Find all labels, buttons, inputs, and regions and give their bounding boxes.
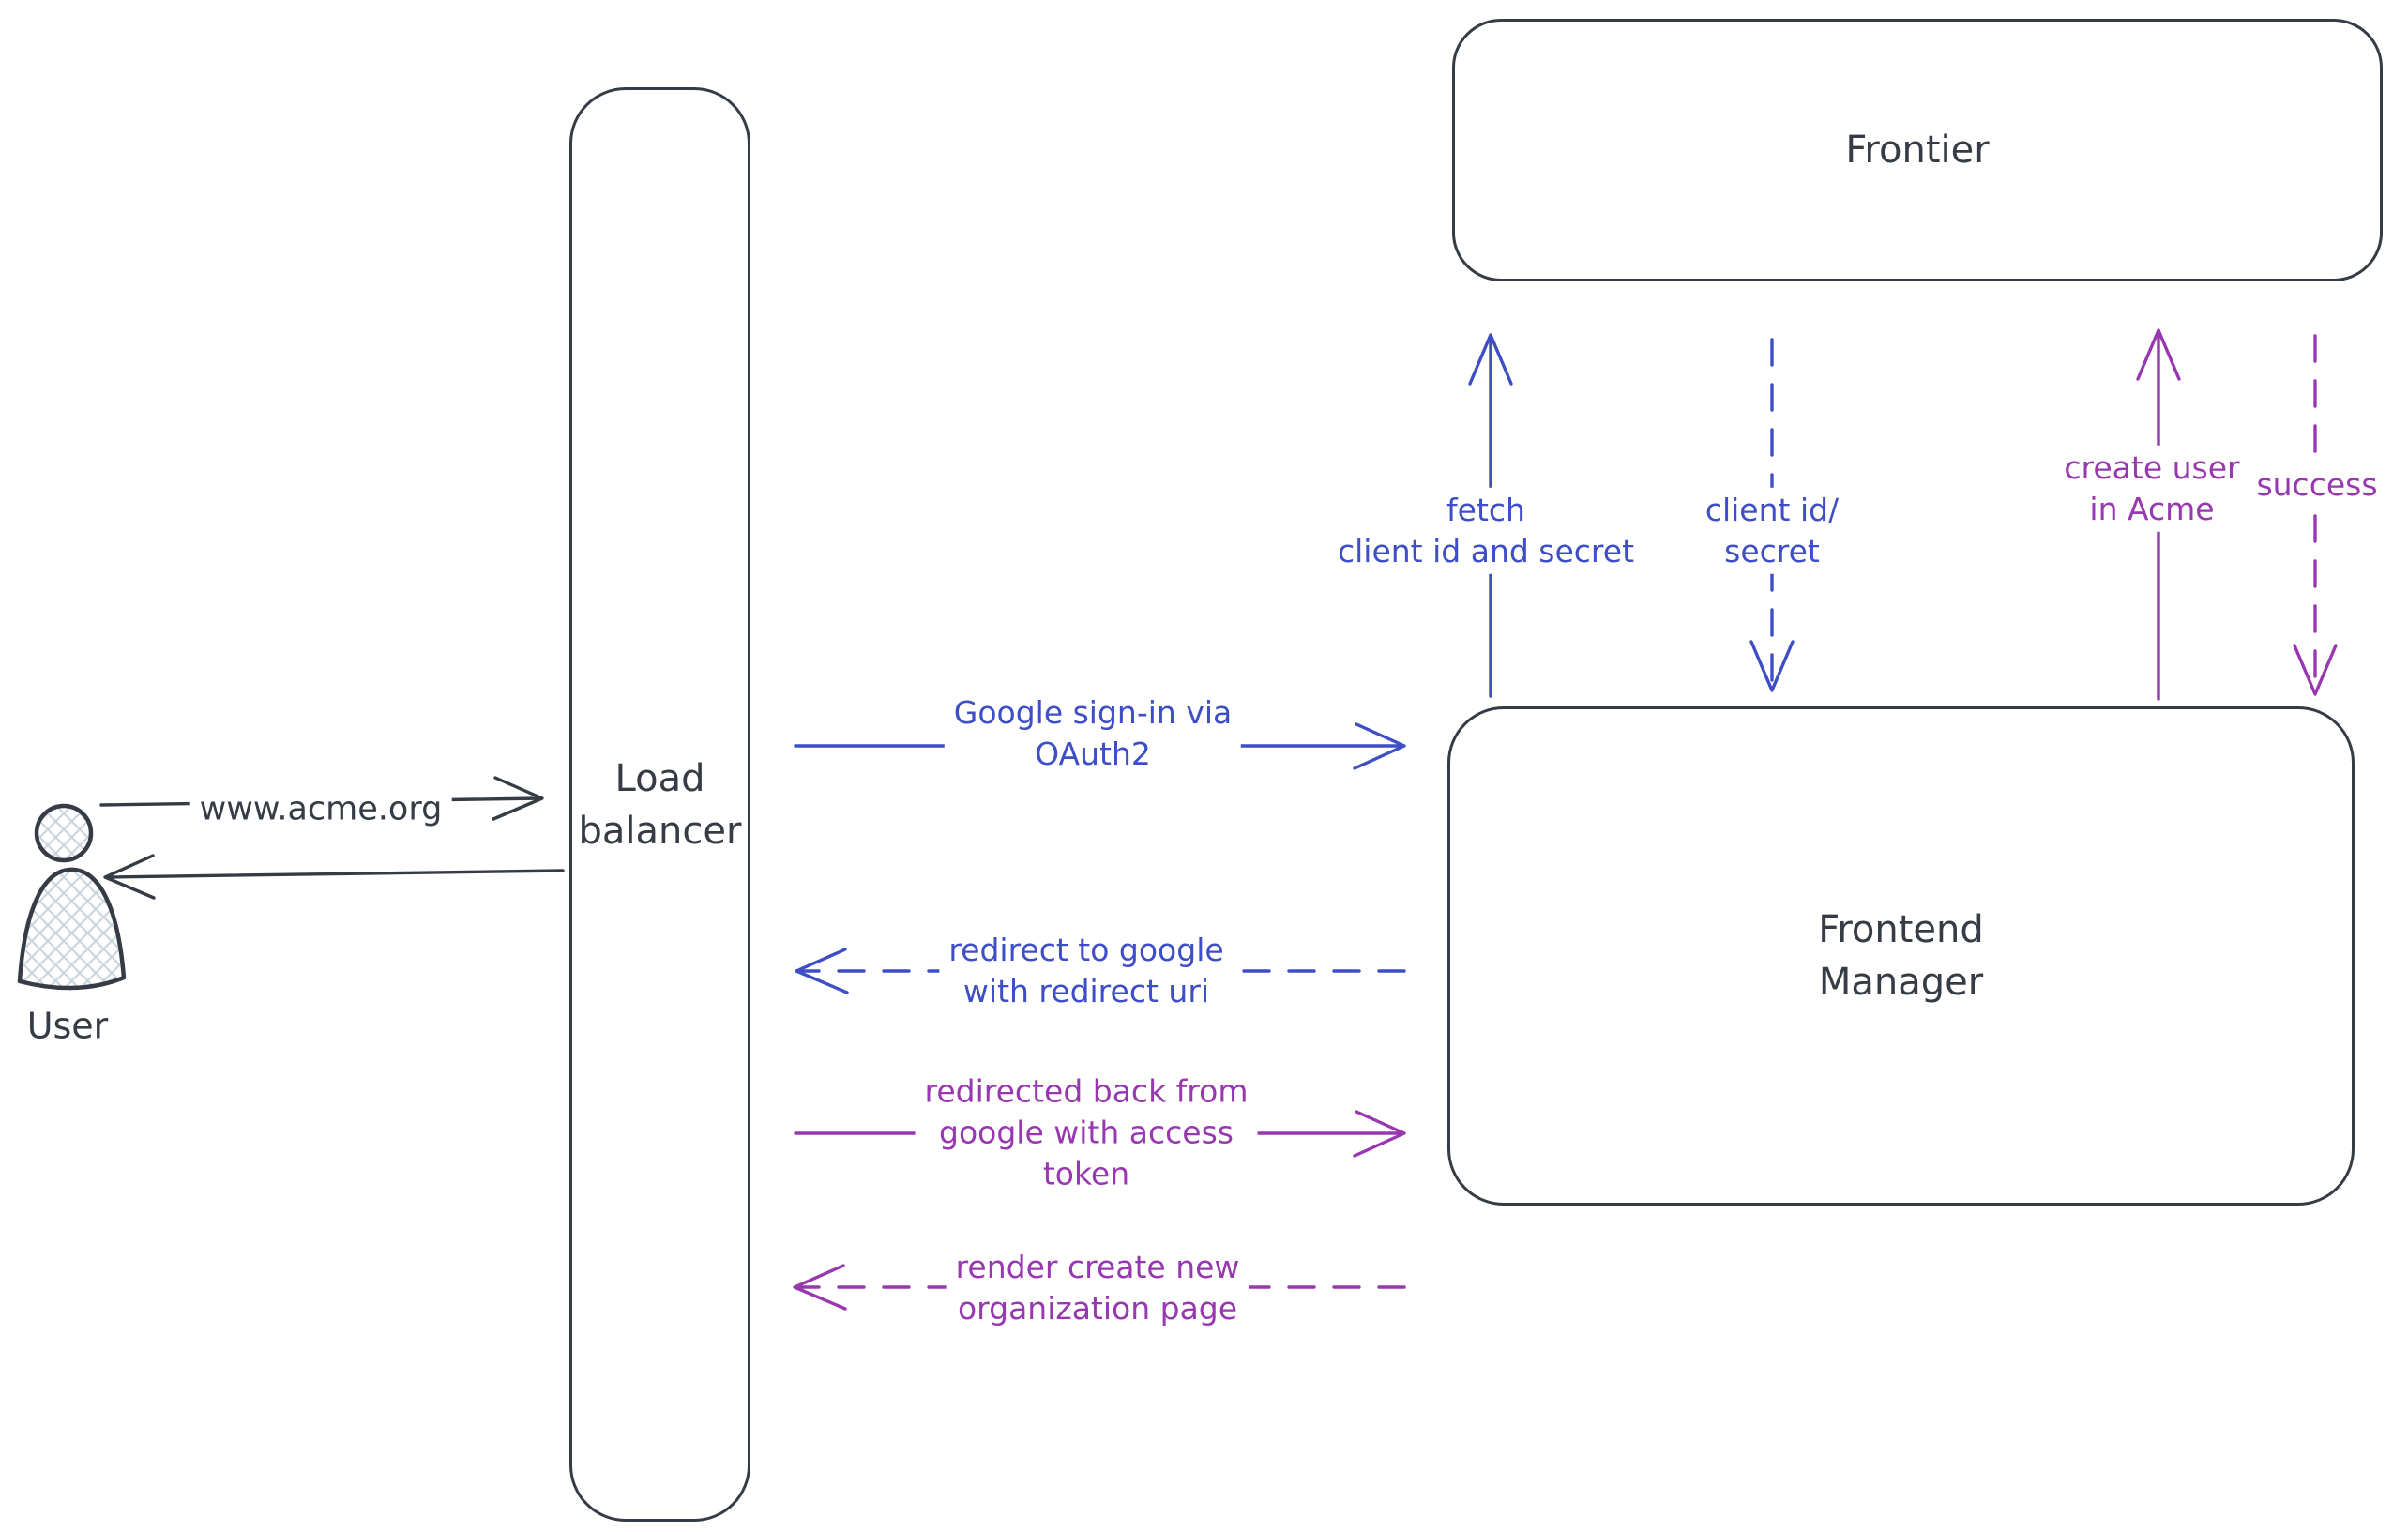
arrow-client-id-secret (1749, 338, 1795, 692)
node-frontend-manager: Frontend Manager (1447, 706, 2355, 1206)
edge-label-redirect-google: redirect to google with redirect uri (939, 927, 1234, 1015)
node-load-balancer: Load balancer (569, 87, 750, 1522)
edge-label-redirected-back: redirected back from google with access … (915, 1069, 1258, 1198)
user-icon (17, 803, 127, 991)
load-balancer-label: Load balancer (578, 756, 742, 853)
arrow-redirect-google (795, 948, 1406, 994)
node-frontier: Frontier (1452, 19, 2383, 281)
user-label: User (26, 1002, 109, 1051)
arrow-response-to-user (103, 854, 565, 900)
edge-label-render-org-page: render create new organization page (946, 1244, 1249, 1332)
frontend-manager-label: Frontend Manager (1818, 908, 1984, 1004)
edge-label-fetch-client: fetch client id and secret (1327, 487, 1644, 575)
user-body (17, 867, 127, 991)
frontier-label: Frontier (1845, 129, 1990, 172)
edge-label-create-user: create user in Acme (2054, 445, 2249, 533)
arrow-success (2293, 334, 2338, 696)
arrow-render-org-page (793, 1264, 1406, 1311)
edge-label-success: success (2247, 462, 2387, 508)
edge-label-www-acme: www.acme.org (189, 785, 452, 834)
edge-label-client-id-secret: client id/ secret (1695, 487, 1849, 575)
edge-label-google-signin: Google sign-in via OAuth2 (944, 690, 1242, 778)
user-head (34, 803, 94, 863)
